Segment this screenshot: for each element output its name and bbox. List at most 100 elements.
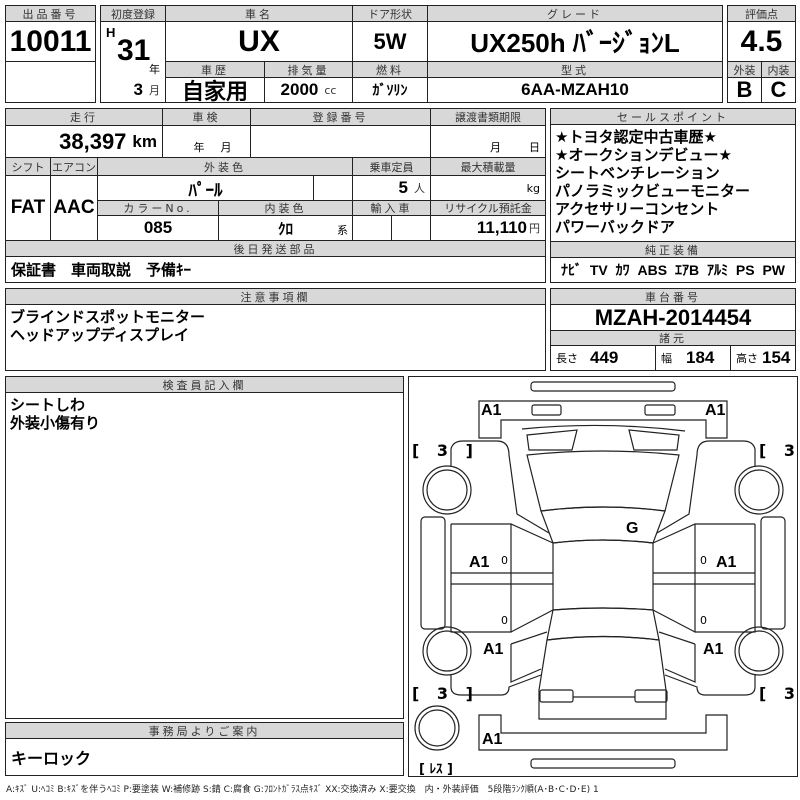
ext-color-extra	[313, 175, 353, 201]
notes-label: 注意事項欄	[5, 288, 546, 305]
inspection-label: 車検	[162, 108, 251, 126]
sales-point-item: パワーバックドア	[555, 218, 675, 236]
office-value: キーロック	[5, 738, 404, 776]
first-reg-year: H 31 年	[100, 21, 166, 78]
mileage-value: 38,397	[59, 128, 127, 154]
left-rear-door-zero: 0	[501, 614, 508, 627]
rear-bumper-damage: A1	[482, 731, 503, 748]
max-load-label: 最大積載量	[430, 157, 546, 176]
capacity-label: 乗車定員	[352, 157, 431, 176]
mileage-label: 走行	[5, 108, 163, 126]
ext-color-label: 外装色	[97, 157, 353, 176]
int-score-label: 内装	[761, 61, 796, 78]
int-color-value: ｸﾛ	[277, 220, 293, 238]
recycle-cell: 11,110 円	[430, 215, 546, 241]
legend: A:ｷｽﾞ U:ﾍｺﾐ B:ｷｽﾞを伴うﾍｺﾐ P:要塗装 W:補修跡 S:錆 …	[6, 785, 599, 795]
capacity-value: 5	[398, 178, 408, 197]
inspector-line: 外装小傷有り	[10, 414, 101, 432]
displacement-value: 2000	[280, 80, 319, 99]
score-value: 4.5	[727, 21, 796, 62]
tire-rl-depth: [ 3 ]	[412, 684, 479, 703]
equipment-label: 純正装備	[550, 241, 796, 258]
car-outline-icon	[414, 381, 786, 769]
import-cell-1	[352, 215, 392, 241]
aircon-value: AAC	[50, 175, 98, 241]
recycle-label: リサイクル預託金	[430, 200, 546, 216]
right-front-door-zero: 0	[700, 554, 707, 567]
office-label: 事務局よりご案内	[5, 722, 404, 739]
note-line: ブラインドスポットモニター	[10, 308, 206, 326]
height-value: 154	[762, 348, 791, 367]
model-value: 6AA-MZAH10	[427, 77, 723, 103]
score-label: 評価点	[727, 5, 796, 22]
notes-list: ブラインドスポットモニター ヘッドアップディスプレイ	[5, 304, 546, 371]
mileage-unit: km	[132, 131, 157, 151]
month-unit: 月	[149, 83, 160, 97]
specs-label: 諸元	[550, 330, 796, 346]
lot-number: 10011	[5, 21, 96, 62]
import-label: 輸入車	[352, 200, 431, 216]
import-cell-2	[391, 215, 431, 241]
transfer-cell: 月 日	[430, 125, 546, 158]
color-no-value: 085	[97, 215, 219, 241]
registration-value	[250, 125, 431, 158]
transfer-label: 譲渡書類期限	[430, 108, 546, 126]
door-value: 5W	[352, 21, 428, 62]
sales-point-item: アクセサリーコンセント	[555, 200, 720, 218]
fuel-label: 燃料	[352, 61, 428, 78]
shift-label: シフト	[5, 157, 51, 176]
displacement-unit: cc	[324, 83, 337, 97]
right-rear-door-zero: 0	[700, 614, 707, 627]
equipment-value: ﾅﾋﾞ TV ｶﾜ ABS ｴｱB ｱﾙﾐ PS PW	[550, 257, 796, 283]
length-value: 449	[590, 348, 619, 367]
aircon-label: エアコン	[50, 157, 98, 176]
first-reg-label: 初度登録	[100, 5, 166, 22]
sales-point-item: シートベンチレーション	[555, 164, 720, 182]
transfer-month-unit: 月	[490, 141, 501, 154]
max-load-cell: kg	[430, 175, 546, 201]
inspector-label: 検査員記入欄	[5, 376, 404, 393]
sales-point-item: パノラミックビューモニター	[555, 182, 751, 200]
chassis-value: MZAH-2014454	[550, 304, 796, 331]
length-label: 長さ	[556, 352, 578, 365]
front-right-damage: A1	[705, 402, 726, 419]
registration-label: 登録番号	[250, 108, 431, 126]
ext-score-label: 外装	[727, 61, 762, 78]
car-name: UX	[165, 21, 353, 62]
width-value: 184	[686, 348, 715, 367]
left-rear-damage: A1	[483, 641, 504, 658]
left-front-door-zero: 0	[501, 554, 508, 567]
int-color-cell: ｸﾛ 系	[218, 215, 353, 241]
right-rear-damage: A1	[703, 641, 724, 658]
sales-point-item: ★トヨタ認定中古車歴★	[555, 128, 717, 146]
front-left-damage: A1	[481, 402, 502, 419]
inspection-month-unit: 月	[220, 141, 232, 154]
history-value: 自家用	[165, 77, 265, 103]
tire-rr-depth: [ 3 ]	[759, 684, 797, 703]
era: H	[106, 25, 116, 40]
lot-empty	[5, 61, 96, 103]
note-line: ヘッドアップディスプレイ	[10, 326, 189, 344]
capacity-unit: 人	[414, 182, 425, 195]
spare-tire-status: [ ﾚｽ ]	[419, 762, 453, 777]
sales-point-item: ★オークションデビュー★	[555, 146, 732, 164]
chassis-label: 車台番号	[550, 288, 796, 305]
ext-score-value: B	[727, 77, 762, 103]
inspection-cell: 年 月	[162, 125, 251, 158]
left-door-damage: A1	[469, 554, 490, 571]
right-door-damage: A1	[716, 554, 737, 571]
grade-label: グレード	[427, 5, 723, 22]
sales-points-list: ★トヨタ認定中古車歴★ ★オークションデビュー★ シートベンチレーション パノラ…	[550, 124, 796, 242]
length-cell: 長さ 449	[550, 345, 656, 371]
first-reg-month: 3 月	[100, 77, 166, 103]
transfer-day-unit: 日	[529, 141, 540, 154]
shift-value: FAT	[5, 175, 51, 241]
windshield-damage: G	[626, 520, 639, 537]
capacity-cell: 5 人	[352, 175, 431, 201]
later-parts-label: 後日発送部品	[5, 240, 546, 257]
model-label: 型式	[427, 61, 723, 78]
grade-value: UX250h ﾊﾞｰｼﾞｮﾝL	[427, 21, 723, 62]
history-label: 車歴	[165, 61, 265, 78]
fuel-value: ｶﾞｿﾘﾝ	[352, 77, 428, 103]
door-label: ドア形状	[352, 5, 428, 22]
